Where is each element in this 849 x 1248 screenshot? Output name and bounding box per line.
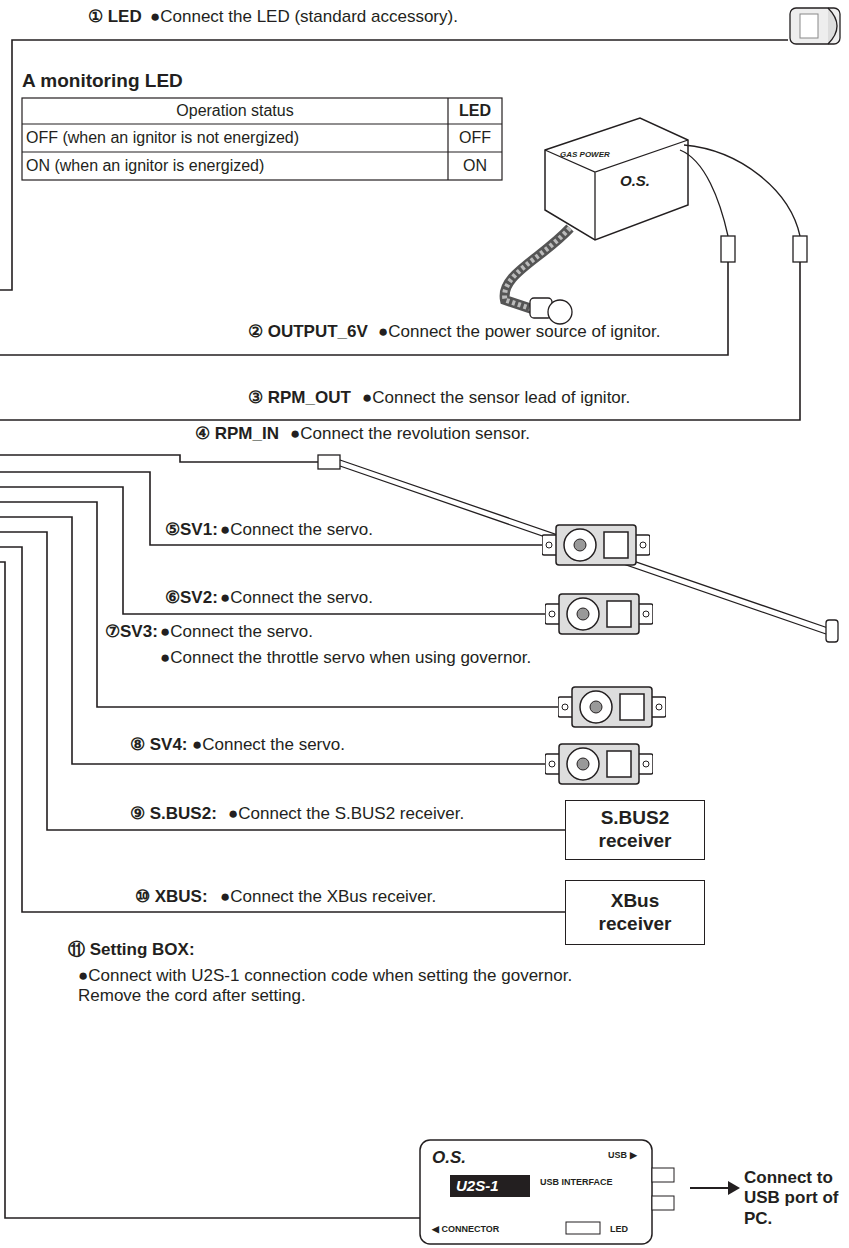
callout-label: ⑦SV3:	[105, 622, 158, 642]
callout-label: Operation status	[22, 101, 448, 120]
callout-label: ●Connect the servo.	[220, 588, 373, 608]
callout-label: ④ RPM_IN	[195, 424, 279, 444]
callout-label: ●Connect the sensor lead of ignitor.	[362, 388, 630, 408]
callout-label: ●Connect the revolution sensor.	[290, 424, 530, 444]
callout-label: ON	[448, 156, 502, 175]
callout-label: LED	[448, 101, 502, 120]
callout-label: ⑤SV1:	[165, 520, 218, 540]
callout-label: GAS POWER	[560, 150, 610, 160]
callout-label: USB INTERFACE	[540, 1177, 613, 1188]
callout-label: ⑩ XBUS:	[135, 887, 208, 907]
callout-label: ON (when an ignitor is energized)	[26, 156, 264, 175]
receiver-box: XBus receiver	[565, 880, 705, 945]
callout-label: O.S.	[620, 172, 650, 190]
callout-label: OFF	[448, 128, 502, 147]
callout-label: U2S-1	[456, 1177, 499, 1195]
callout-label: ●Connect the S.BUS2 receiver.	[228, 804, 464, 824]
callout-label: A monitoring LED	[22, 70, 183, 93]
callout-label: ⑧ SV4:	[130, 735, 188, 755]
callout-label: OFF (when an ignitor is not energized)	[26, 128, 299, 147]
callout-label: ⑨ S.BUS2:	[130, 804, 217, 824]
callout-label: ② OUTPUT_6V	[248, 322, 368, 342]
callout-label: ① LED	[88, 7, 142, 27]
callout-label: ●Connect the servo.	[192, 735, 345, 755]
callout-label: Connect to USB port of PC.	[744, 1168, 848, 1229]
callout-label: ◀ CONNECTOR	[432, 1224, 499, 1235]
callout-label: ③ RPM_OUT	[248, 388, 351, 408]
receiver-label: XBus receiver	[575, 890, 695, 936]
callout-label: ●Connect the XBus receiver.	[220, 887, 436, 907]
callout-label: ●Connect the power source of ignitor.	[378, 322, 660, 342]
callout-label: USB ▶	[608, 1150, 637, 1161]
callout-label: ●Connect the servo.	[160, 622, 313, 642]
receiver-box: S.BUS2 receiver	[565, 800, 705, 860]
callout-label: LED	[610, 1224, 628, 1235]
callout-label: ●Connect the throttle servo when using g…	[160, 648, 531, 668]
callout-label: ●Connect with U2S-1 connection code when…	[78, 966, 638, 1007]
receiver-label: S.BUS2 receiver	[575, 807, 695, 853]
callout-label: O.S.	[432, 1148, 466, 1168]
callout-label: ●Connect the servo.	[220, 520, 373, 540]
callout-label: ⑥SV2:	[165, 588, 218, 608]
callout-label: ⑪ Setting BOX:	[68, 940, 195, 960]
callout-label: ●Connect the LED (standard accessory).	[150, 7, 458, 27]
